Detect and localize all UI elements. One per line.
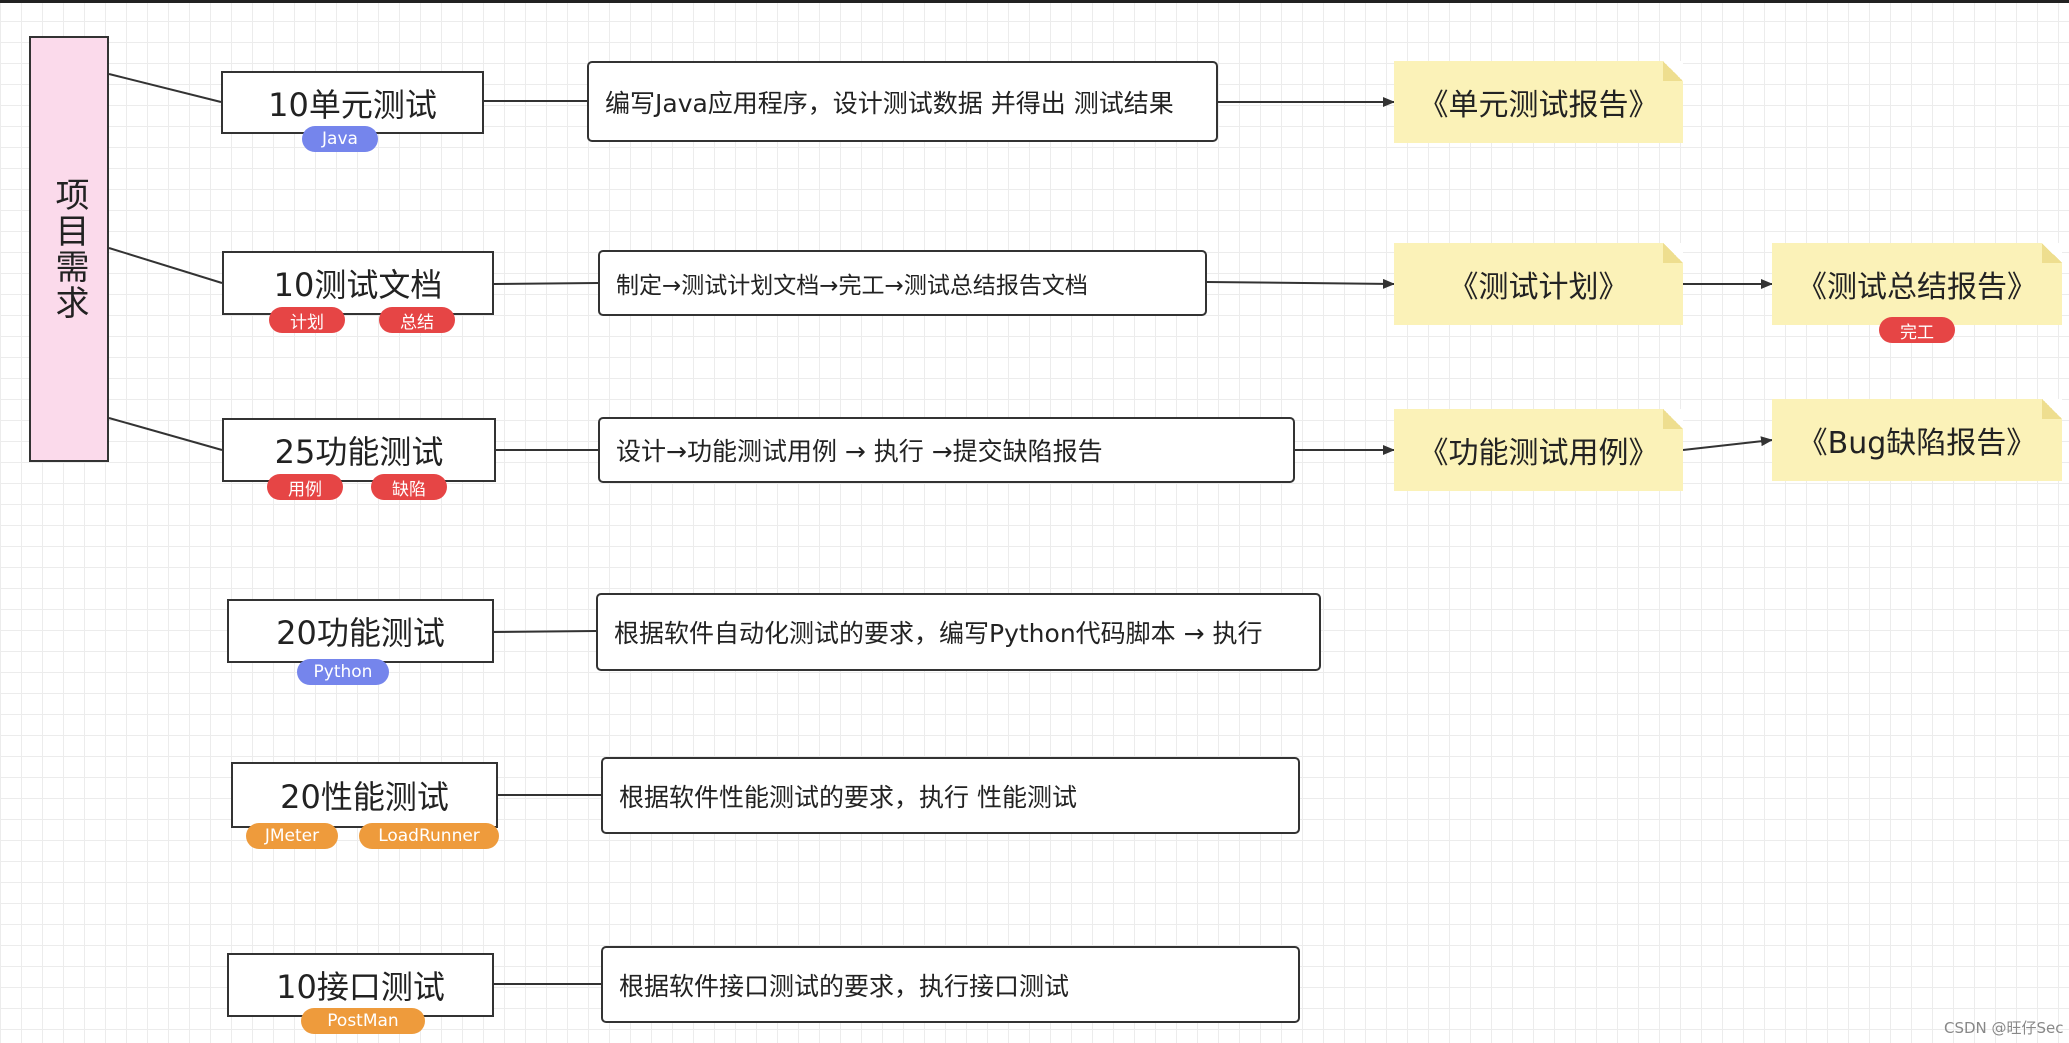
tag-loadrunner: LoadRunner	[359, 823, 499, 849]
edge-root-func25	[108, 417, 223, 451]
tag-completed: 完工	[1879, 317, 1955, 343]
project-requirements-label: 项目需求	[49, 177, 89, 321]
note-functional-test-cases-text: 《功能测试用例》	[1418, 436, 1659, 471]
watermark: CSDN @旺仔Sec	[1944, 1019, 2064, 1037]
tag-completed-label: 完工	[1900, 322, 1934, 343]
tag-test-cases-label: 用例	[288, 479, 322, 500]
desc-api-test-text: 根据软件接口测试的要求，执行接口测试	[619, 971, 1070, 1001]
desc-functional-test-25-text: 设计→功能测试用例 → 执行 →提交缺陷报告	[616, 437, 1103, 466]
arrow-doc-plan	[1206, 278, 1395, 289]
topic-api-test-label: 10接口测试	[276, 968, 445, 1006]
topic-performance-test-label: 20性能测试	[280, 778, 449, 816]
topic-functional-test-20[interactable]: 20功能测试	[227, 599, 494, 663]
desc-performance-test-text: 根据软件性能测试的要求，执行 性能测试	[619, 782, 1077, 812]
edge-func20-desc	[493, 630, 597, 633]
note-unit-test-report[interactable]: 《单元测试报告》	[1394, 61, 1683, 143]
tag-plan-label: 计划	[290, 312, 324, 333]
note-test-plan[interactable]: 《测试计划》	[1394, 243, 1683, 325]
note-bug-report[interactable]: 《Bug缺陷报告》	[1772, 399, 2062, 481]
tag-jmeter: JMeter	[246, 823, 338, 849]
topic-test-docs[interactable]: 10测试文档	[222, 251, 494, 315]
desc-unit-test-text: 编写Java应用程序，设计测试数据 并得出 测试结果	[605, 88, 1174, 118]
edge-doc-desc	[493, 282, 599, 285]
arrow-cases-bug	[1682, 436, 1773, 451]
desc-unit-test[interactable]: 编写Java应用程序，设计测试数据 并得出 测试结果	[587, 61, 1218, 142]
topic-functional-test-20-label: 20功能测试	[276, 614, 445, 652]
tag-jmeter-label: JMeter	[264, 826, 320, 846]
topic-unit-test[interactable]: 10单元测试	[221, 71, 484, 134]
note-bug-report-text: 《Bug缺陷报告》	[1797, 426, 2037, 461]
topic-test-docs-label: 10测试文档	[273, 266, 443, 304]
desc-functional-test-20-text: 根据软件自动化测试的要求，编写Python代码脚本 → 执行	[614, 619, 1263, 648]
note-test-plan-text: 《测试计划》	[1448, 270, 1629, 305]
top-border-line	[0, 0, 2069, 3]
tag-postman: PostMan	[301, 1008, 425, 1034]
note-test-summary-report[interactable]: 《测试总结报告》	[1772, 243, 2062, 325]
edge-root-unit	[108, 73, 222, 103]
note-unit-test-report-text: 《单元测试报告》	[1418, 88, 1659, 123]
desc-performance-test[interactable]: 根据软件性能测试的要求，执行 性能测试	[601, 757, 1300, 834]
desc-api-test[interactable]: 根据软件接口测试的要求，执行接口测试	[601, 946, 1300, 1023]
tag-plan: 计划	[269, 307, 345, 333]
tag-defects-label: 缺陷	[392, 479, 426, 500]
desc-test-docs-text: 制定→测试计划文档→完工→测试总结报告文档	[616, 273, 1088, 299]
note-test-summary-report-text: 《测试总结报告》	[1797, 270, 2037, 305]
tag-java-label: Java	[322, 129, 358, 149]
tag-loadrunner-label: LoadRunner	[378, 826, 480, 846]
topic-functional-test-25-label: 25功能测试	[274, 433, 444, 471]
note-functional-test-cases[interactable]: 《功能测试用例》	[1394, 409, 1683, 491]
tag-summary-label: 总结	[400, 312, 434, 333]
topic-unit-test-label: 10单元测试	[268, 85, 437, 124]
topic-functional-test-25[interactable]: 25功能测试	[222, 418, 496, 482]
tag-java: Java	[302, 126, 378, 152]
tag-python-label: Python	[313, 662, 373, 682]
tag-test-cases: 用例	[267, 474, 343, 500]
project-requirements-node[interactable]: 项目需求	[29, 36, 109, 462]
topic-performance-test[interactable]: 20性能测试	[231, 762, 498, 828]
desc-functional-test-25[interactable]: 设计→功能测试用例 → 执行 →提交缺陷报告	[598, 417, 1295, 483]
desc-functional-test-20[interactable]: 根据软件自动化测试的要求，编写Python代码脚本 → 执行	[596, 593, 1321, 671]
tag-postman-label: PostMan	[327, 1011, 399, 1031]
tag-defects: 缺陷	[371, 474, 447, 500]
desc-test-docs[interactable]: 制定→测试计划文档→完工→测试总结报告文档	[598, 250, 1207, 316]
edge-root-doc	[108, 247, 223, 284]
tag-summary: 总结	[379, 307, 455, 333]
tag-python: Python	[297, 659, 389, 685]
